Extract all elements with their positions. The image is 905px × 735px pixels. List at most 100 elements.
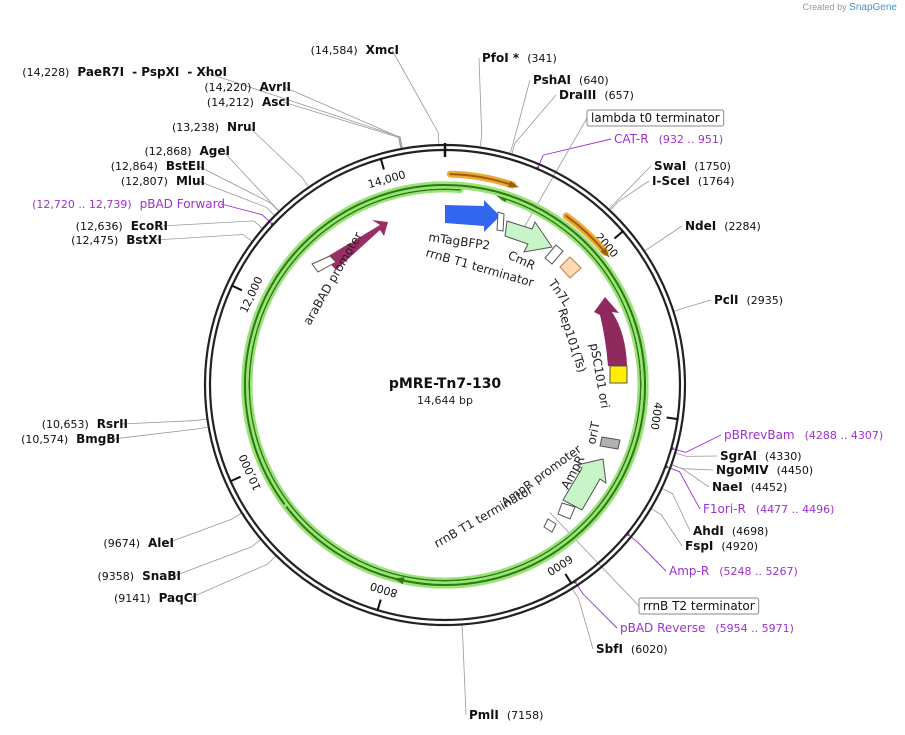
enzyme-name: AleI xyxy=(148,536,174,550)
enzyme-site-label[interactable]: SgrAI(4330) xyxy=(720,449,801,463)
site-labels: (14,584)XmcI(14,228)PaeR7I- PspXI- XhoI(… xyxy=(21,43,883,722)
enzyme-site-label[interactable]: PmlI (7158) xyxy=(469,708,543,722)
boxed-feature-label[interactable]: lambda t0 terminator xyxy=(591,111,720,125)
feature-rrnB-T1-bottom[interactable]: rrnB T1 terminator xyxy=(432,483,557,551)
enzyme-site-label[interactable]: I-SceI(1764) xyxy=(652,174,734,188)
enzyme-site-label[interactable]: (10,653)RsrII xyxy=(42,417,128,431)
site-leader xyxy=(511,94,557,155)
enzyme-site-label[interactable]: FspI(4920) xyxy=(685,539,758,553)
enzyme-site-label[interactable]: (12,807)MluI xyxy=(121,174,205,188)
snapgene-logo: SnapGene xyxy=(849,2,897,13)
enzyme-site-label[interactable]: (12,864)BstEII xyxy=(111,159,205,173)
boxed-feature-label[interactable]: rrnB T2 terminator xyxy=(643,599,755,613)
primer-name: pBRrevBam xyxy=(724,428,795,442)
enzyme-name: SgrAI xyxy=(720,449,757,463)
enzyme-name: DraIII xyxy=(559,88,596,102)
site-leader xyxy=(644,225,683,252)
ruler-tick xyxy=(564,573,573,585)
enzyme-site-label[interactable]: (12,636)EcoRI xyxy=(76,219,168,233)
enzyme-name: FspI xyxy=(685,539,713,553)
enzyme-position: (657) xyxy=(604,89,634,102)
enzyme-site-label[interactable]: (12,475)BstXI xyxy=(71,233,162,247)
enzyme-name: PshAI xyxy=(533,73,571,87)
enzyme-position: (12,868) xyxy=(144,145,191,158)
primer-label[interactable]: pBAD Reverse(5954 .. 5971) xyxy=(620,621,794,635)
enzyme-position: (341) xyxy=(527,52,557,65)
rrnB-T1-bottom-marker xyxy=(543,518,557,533)
enzyme-position: (9358) xyxy=(98,570,135,583)
Rep101-arrow xyxy=(594,297,627,366)
enzyme-site-label[interactable]: SwaI(1750) xyxy=(654,159,731,173)
enzyme-name: AhdI xyxy=(693,524,724,538)
enzyme-site-label[interactable]: AhdI(4698) xyxy=(693,524,768,538)
AmpR-promoter-marker xyxy=(557,502,576,520)
enzyme-name: SwaI xyxy=(654,159,686,173)
feature-mTagBFP2[interactable]: mTagBFP2 xyxy=(428,200,500,253)
site-leader xyxy=(248,126,310,188)
site-leader xyxy=(673,299,712,312)
primer-name: F1ori-R xyxy=(703,502,746,516)
enzyme-name: PaeR7I xyxy=(77,65,124,79)
pSC101-ori-box xyxy=(609,365,628,384)
enzyme-name: PclI xyxy=(714,293,739,307)
enzyme-name: NgoMIV xyxy=(716,463,769,477)
enzyme-site-label[interactable]: (9141)PaqCI xyxy=(114,591,197,605)
enzyme-site-label[interactable]: NdeI(2284) xyxy=(685,219,761,233)
enzyme-position: (4452) xyxy=(751,481,788,494)
enzyme-site-label[interactable]: (12,868) AgeI xyxy=(144,144,230,158)
site-leader xyxy=(391,49,440,146)
primer-label[interactable]: CAT-R(932 .. 951) xyxy=(614,132,723,146)
enzyme-position: (10,653) xyxy=(42,418,89,431)
primer-label[interactable]: pBRrevBam(4288 .. 4307) xyxy=(724,428,883,442)
enzyme-name-extra: - PspXI xyxy=(132,65,179,79)
enzyme-position: (10,574) xyxy=(21,433,68,446)
feature-CmR[interactable]: CmR xyxy=(504,220,553,273)
primer-range: (4477 .. 4496) xyxy=(756,503,835,516)
mTagBFP2-arrow xyxy=(445,200,500,232)
enzyme-site-label[interactable]: (14,212)AscI xyxy=(207,95,290,109)
enzyme-name: PmlI xyxy=(469,708,499,722)
enzyme-site-label[interactable]: (10,574) BmgBI xyxy=(21,432,120,446)
enzyme-site-label[interactable]: (14,228)PaeR7I- PspXI- XhoI xyxy=(22,65,227,79)
enzyme-site-label[interactable]: NaeI (4452) xyxy=(712,480,787,494)
oriT-label: oriT xyxy=(584,420,603,446)
primer-label[interactable]: F1ori-R (4477 .. 4496) xyxy=(703,502,834,516)
enzyme-site-label[interactable]: SbfI(6020) xyxy=(596,642,668,656)
enzyme-site-label[interactable]: PfoI *(341) xyxy=(482,51,557,65)
enzyme-name: BmgBI xyxy=(76,432,120,446)
enzyme-site-label[interactable]: PshAI(640) xyxy=(533,73,609,87)
enzyme-name: SbfI xyxy=(596,642,623,656)
site-leader xyxy=(112,426,209,440)
enzyme-site-label[interactable]: PclI(2935) xyxy=(714,293,783,307)
orf-3-line xyxy=(248,188,642,582)
Rep101-label: Rep101(Ts) xyxy=(555,307,589,375)
ruler-tick-label: 8000 xyxy=(368,579,399,599)
feature-oriT[interactable]: oriT xyxy=(584,420,621,450)
enzyme-name: NaeI xyxy=(712,480,743,494)
enzyme-site-label[interactable]: (9674)AleI xyxy=(103,536,174,550)
enzyme-position: (7158) xyxy=(507,709,544,722)
enzyme-position: (12,864) xyxy=(111,160,158,173)
primer-range: (932 .. 951) xyxy=(659,133,724,146)
enzyme-site-label[interactable]: (9358)SnaBI xyxy=(98,569,181,583)
enzyme-name: AgeI xyxy=(200,144,230,158)
site-leader xyxy=(120,418,208,425)
primer-range: (5248 .. 5267) xyxy=(719,565,798,578)
site-leader xyxy=(282,101,402,150)
orf-4-head xyxy=(600,247,610,258)
araBAD-promoter-arrow xyxy=(311,255,337,273)
feature-Tn7L[interactable]: Tn7L xyxy=(545,256,582,309)
enzyme-site-label[interactable]: (14,220)AvrII xyxy=(204,80,291,94)
enzyme-position: (2284) xyxy=(724,220,761,233)
enzyme-site-label[interactable]: DraIII (657) xyxy=(559,88,634,102)
primer-label[interactable]: Amp-R(5248 .. 5267) xyxy=(669,564,798,578)
CmR-arrow xyxy=(504,220,553,253)
enzyme-name: AscI xyxy=(262,95,290,109)
orf-9-head xyxy=(393,577,405,585)
primer-label[interactable]: (12,720 .. 12,739)pBAD Forward xyxy=(32,197,225,211)
enzyme-site-label[interactable]: (14,584)XmcI xyxy=(311,43,399,57)
enzyme-site-label[interactable]: (13,238)NruI xyxy=(172,120,256,134)
Tn7L-marker xyxy=(559,256,582,279)
enzyme-site-label[interactable]: NgoMIV(4450) xyxy=(716,463,813,477)
